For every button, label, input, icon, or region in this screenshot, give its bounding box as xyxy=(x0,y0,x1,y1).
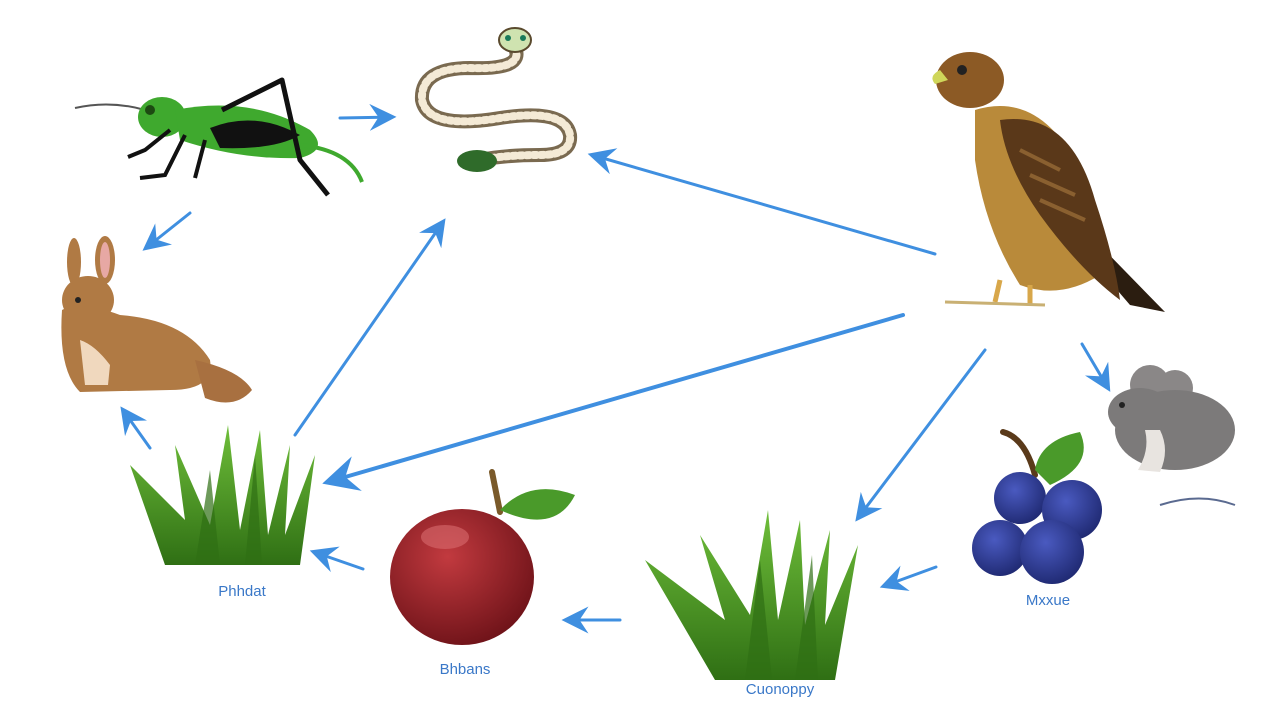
arrow-grass-to-rabbit xyxy=(120,406,152,450)
arrow-grasshopper-to-snake xyxy=(338,103,397,131)
grasshopper-icon xyxy=(74,77,364,197)
arrow-hawk-to-snake xyxy=(587,148,937,256)
arrow-hawk-to-grass xyxy=(322,313,905,491)
arrow-hawk-to-mouse xyxy=(1080,342,1111,392)
blueberry-icon xyxy=(972,429,1102,584)
grass-icon-left xyxy=(130,425,315,565)
arrow-rabbit-to-grasshopper xyxy=(142,211,192,251)
mouse-icon xyxy=(1108,365,1236,506)
arrows xyxy=(120,103,1111,634)
label-blueberries: Mxxue xyxy=(1025,592,1071,609)
label-grass-center: Cuonoppy xyxy=(745,681,815,698)
arrow-grass-to-snake xyxy=(293,218,446,437)
label-apple: Bhbans xyxy=(439,661,491,678)
label-grass-left: Phhdat xyxy=(218,583,266,600)
apple-icon xyxy=(390,469,575,645)
hawk-icon xyxy=(932,52,1165,312)
rabbit-icon xyxy=(61,236,252,403)
arrow-berries-to-grass-center xyxy=(879,565,938,591)
arrow-apple-to-grass xyxy=(309,546,365,573)
snake-icon xyxy=(414,27,578,172)
grass-icon-center xyxy=(645,510,858,680)
arrow-hawk-to-grass-center xyxy=(855,348,987,522)
